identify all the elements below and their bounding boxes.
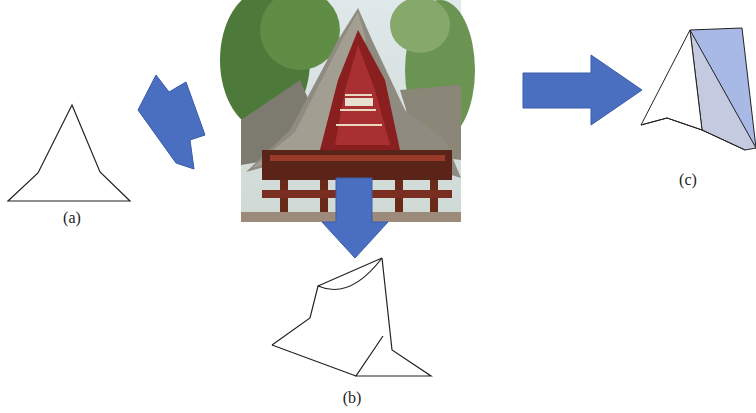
- roof-outline: [8, 105, 130, 201]
- block-arrow: [138, 75, 205, 169]
- panel-label: (a): [63, 209, 81, 227]
- panel-label: (c): [679, 171, 697, 189]
- roof-outline: [272, 258, 431, 376]
- roof-3d: [641, 28, 756, 150]
- block-arrow: [322, 178, 388, 258]
- panel-label: (b): [343, 389, 362, 407]
- block-arrow: [523, 55, 642, 125]
